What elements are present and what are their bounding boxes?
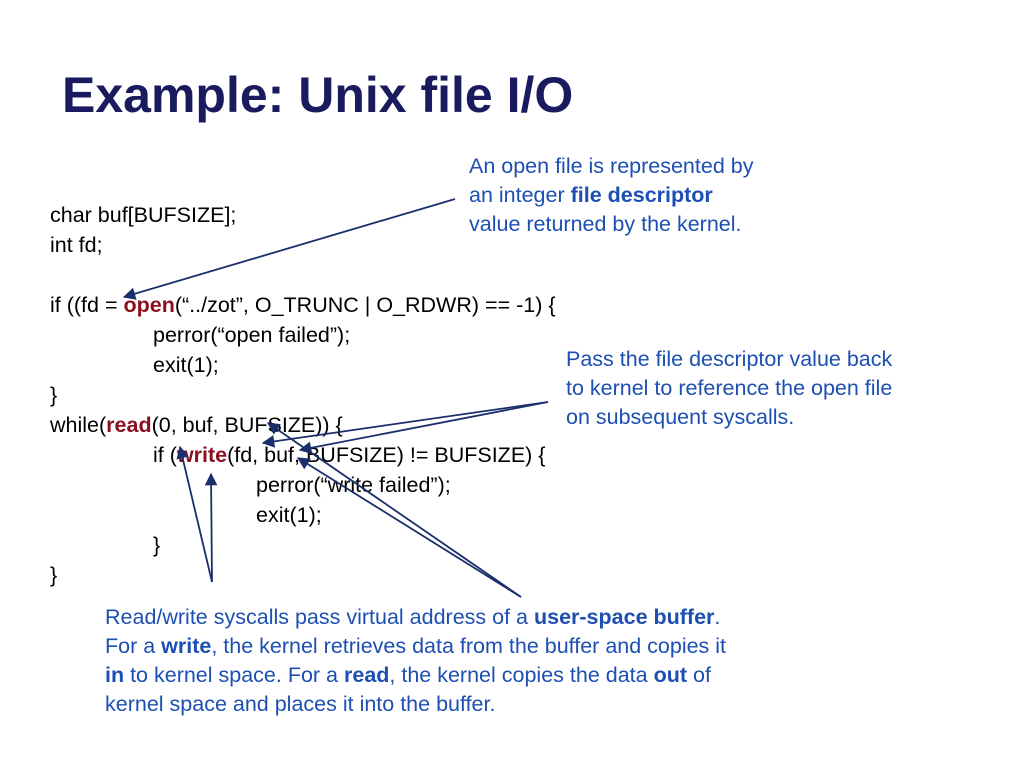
note-emphasis: write bbox=[161, 634, 212, 658]
fd-arrow bbox=[122, 198, 456, 300]
code-line-if-write: if (write(fd, buf, BUFSIZE) != BUFSIZE) … bbox=[50, 440, 556, 470]
note-emphasis: in bbox=[105, 663, 125, 687]
note-emphasis: out bbox=[653, 663, 688, 687]
code-line-while: while(read(0, buf, BUFSIZE)) { bbox=[50, 410, 556, 440]
code-line-exit: exit(1); bbox=[153, 353, 219, 377]
write-keyword-arrow bbox=[204, 472, 218, 583]
note-emphasis: file descriptor bbox=[570, 183, 713, 207]
code-text: if ((fd = bbox=[50, 293, 124, 317]
code-block: char buf[BUFSIZE]; int fd; if ((fd = ope… bbox=[50, 200, 556, 590]
note-line: an integer file descriptor bbox=[469, 181, 889, 210]
code-line-2: int fd; bbox=[50, 233, 103, 257]
note-line: to kernel to reference the open file bbox=[566, 376, 893, 400]
note-line: in to kernel space. For a read, the kern… bbox=[105, 661, 965, 690]
code-line-close-brace: } bbox=[50, 383, 58, 407]
note-text: to kernel space. For a bbox=[124, 663, 344, 687]
note-text: , the kernel retrieves data from the buf… bbox=[211, 634, 727, 658]
note-emphasis: user-space buffer bbox=[533, 605, 715, 629]
note-text: Read/write syscalls pass virtual address… bbox=[105, 605, 534, 629]
buf-arrow-write bbox=[296, 457, 522, 598]
note-line: An open file is represented by bbox=[469, 154, 754, 178]
note-text: , the kernel copies the data bbox=[389, 663, 654, 687]
code-line-outer-brace: } bbox=[50, 563, 58, 587]
note-line: Pass the file descriptor value back bbox=[566, 347, 893, 371]
read-write-note: Read/write syscalls pass virtual address… bbox=[105, 603, 965, 719]
note-line: kernel space and places it into the buff… bbox=[105, 692, 496, 716]
note-line: Read/write syscalls pass virtual address… bbox=[105, 603, 965, 632]
code-line-inner-brace: } bbox=[153, 533, 161, 557]
buf-arrow-read bbox=[266, 422, 522, 598]
file-descriptor-note: An open file is represented by an intege… bbox=[469, 152, 889, 239]
code-text: while( bbox=[50, 413, 107, 437]
code-line-perror-open: perror(“open failed”); bbox=[153, 323, 351, 347]
note-line: value returned by the kernel. bbox=[469, 212, 742, 236]
code-text: if ( bbox=[153, 443, 177, 467]
read-keyword: read bbox=[106, 413, 152, 437]
note-line: on subsequent syscalls. bbox=[566, 405, 795, 429]
note-text: For a bbox=[105, 634, 162, 658]
code-text: (“../zot”, O_TRUNC | O_RDWR) == -1) { bbox=[174, 293, 556, 317]
note-text: . bbox=[714, 605, 721, 629]
code-text: (fd, buf, BUFSIZE) != BUFSIZE) { bbox=[227, 443, 546, 467]
note-line: For a write, the kernel retrieves data f… bbox=[105, 632, 965, 661]
note-text: of bbox=[687, 663, 711, 687]
note-emphasis: read bbox=[344, 663, 390, 687]
pass-descriptor-note: Pass the file descriptor value back to k… bbox=[566, 345, 1016, 432]
pass-arrow-while bbox=[261, 401, 549, 448]
note-text: an integer bbox=[469, 183, 571, 207]
code-line-1: char buf[BUFSIZE]; bbox=[50, 203, 237, 227]
code-line-exit-2: exit(1); bbox=[256, 503, 322, 527]
pass-arrow-write bbox=[298, 401, 549, 455]
slide-title: Example: Unix file I/O bbox=[62, 67, 574, 123]
read-keyword-arrow bbox=[176, 445, 213, 583]
